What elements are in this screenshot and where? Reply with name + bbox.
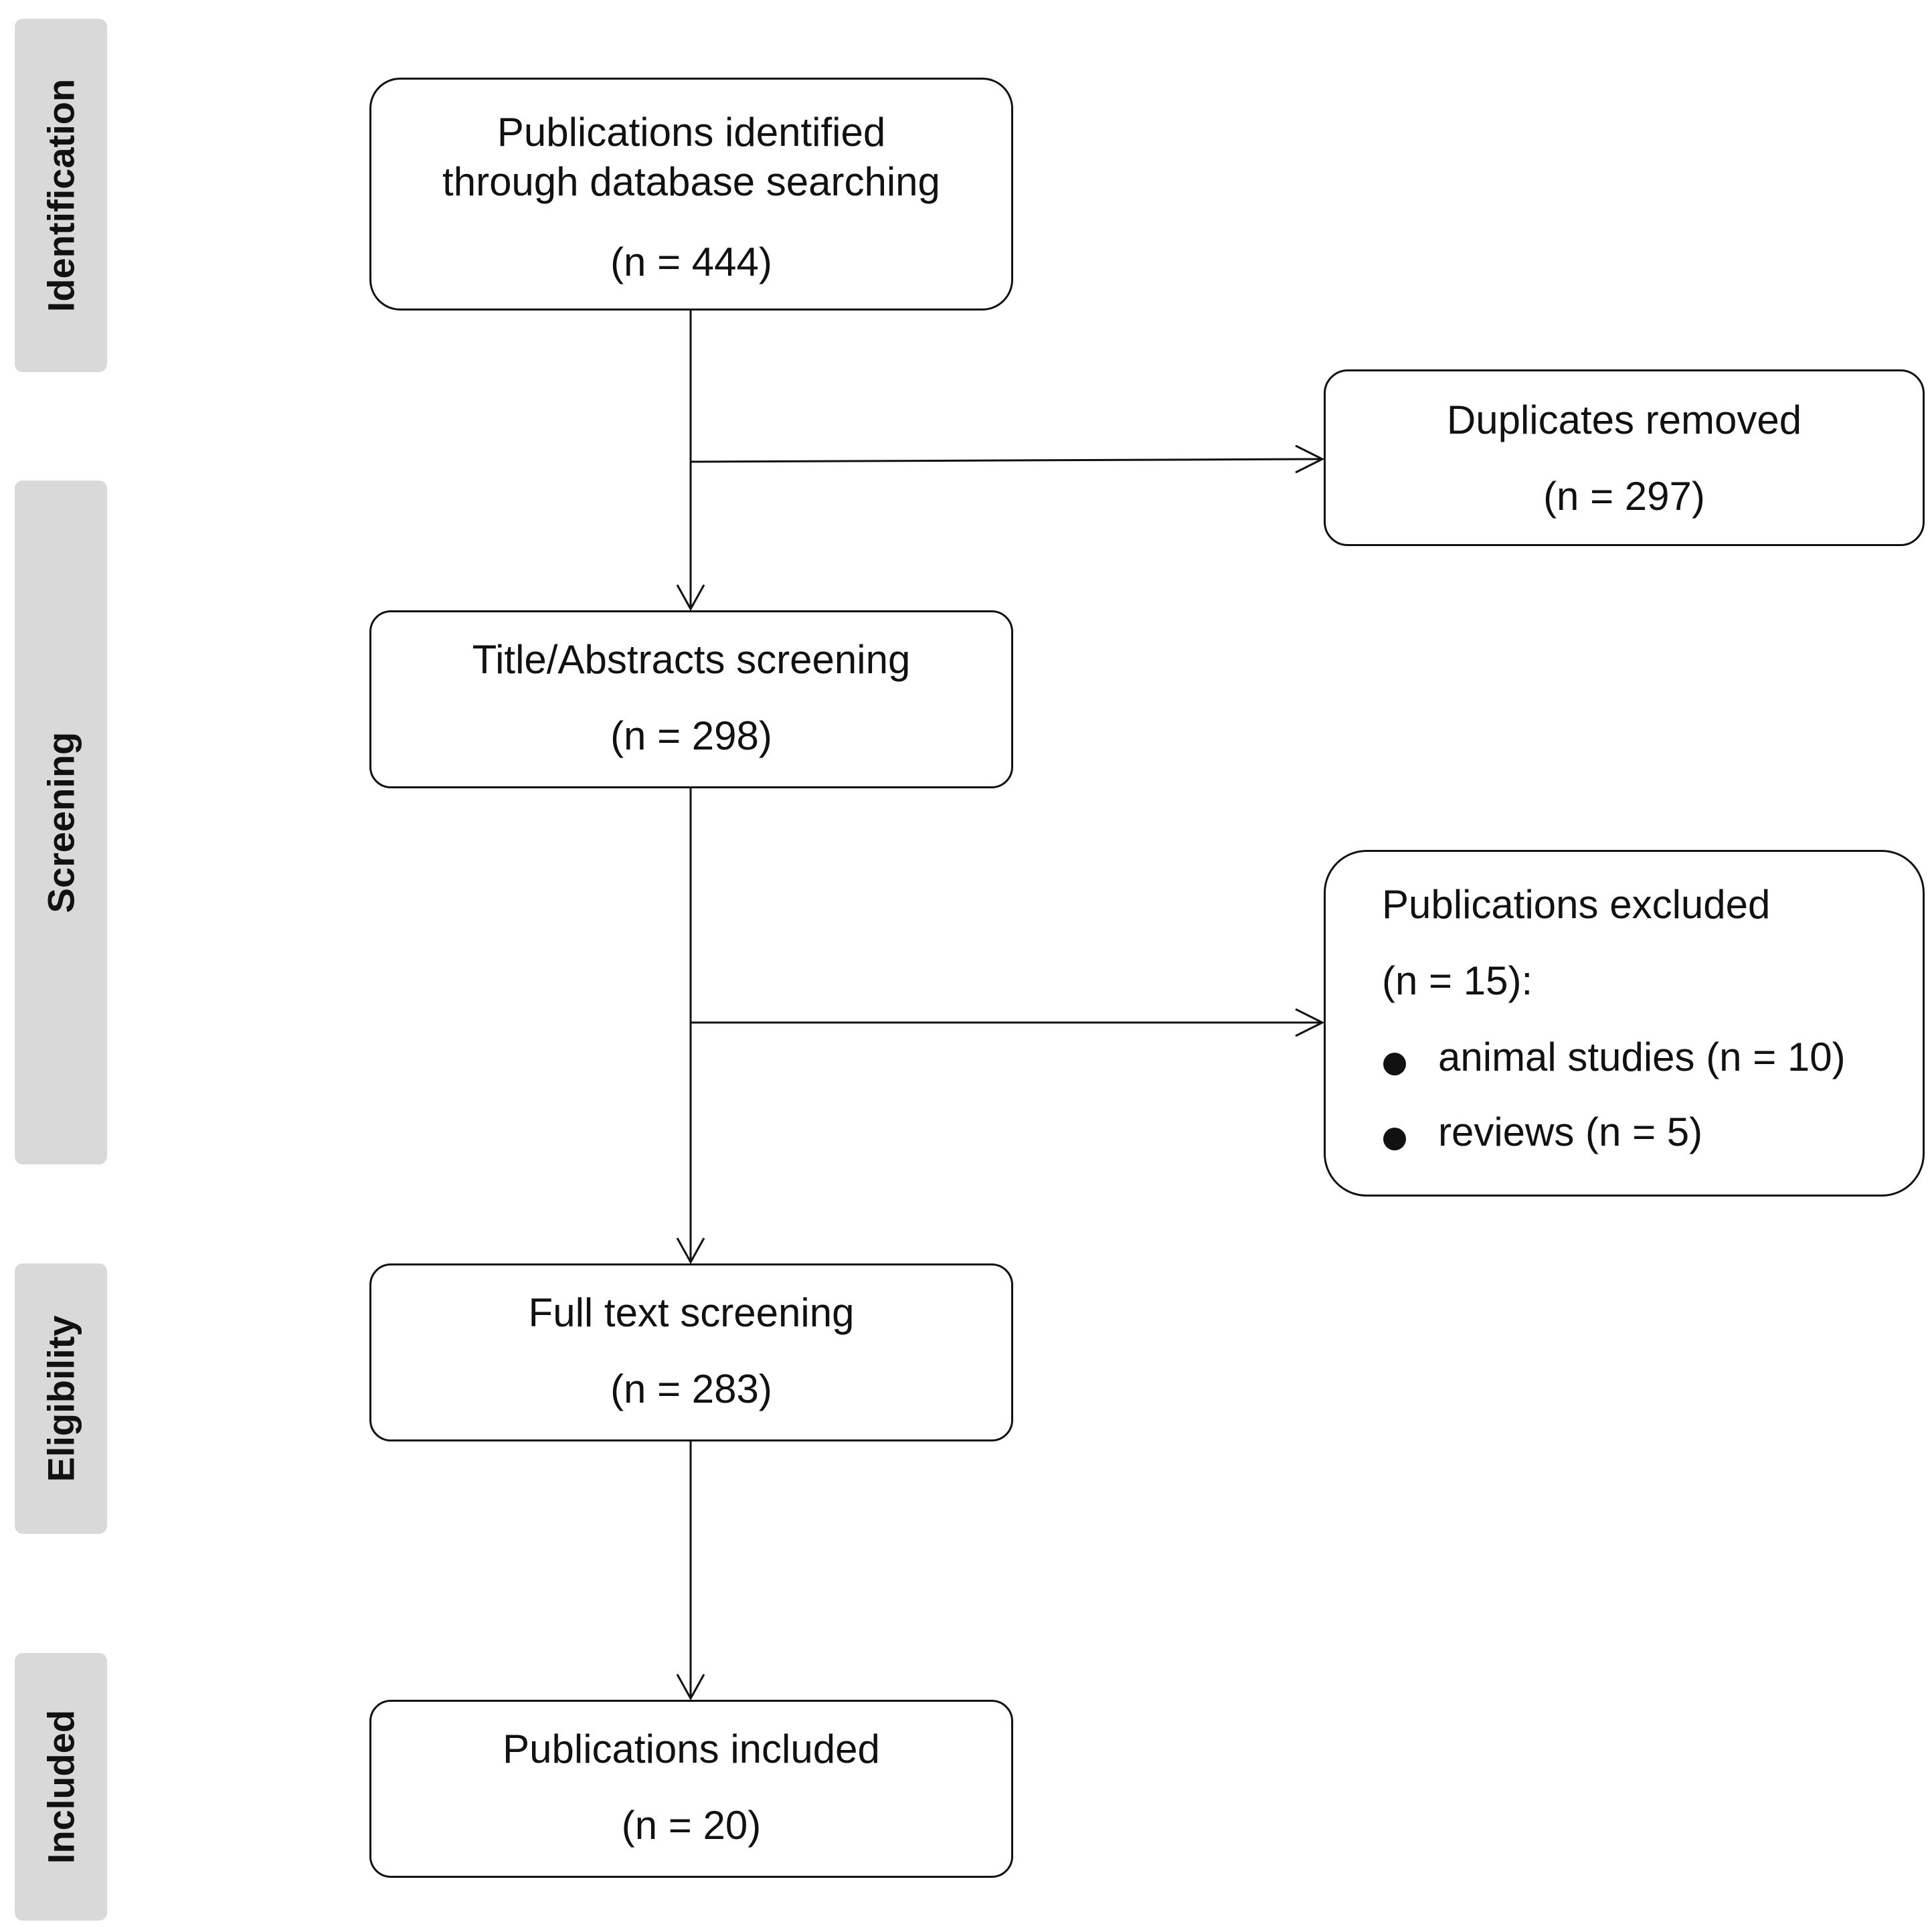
arrowhead-to-included	[676, 1674, 705, 1701]
excluded-reason: reviews (n = 5)	[1438, 1110, 1703, 1154]
box-title-abstract-screening: Title/Abstracts screening (n = 298)	[369, 610, 1013, 788]
arrowhead-to-screening	[676, 584, 705, 612]
arrowhead-to-excluded	[1295, 1008, 1325, 1037]
excluded-line1: Publications excluded	[1382, 882, 1771, 927]
bullet-icon	[1383, 1128, 1406, 1150]
box-full-text-screening: Full text screening (n = 283)	[369, 1263, 1013, 1441]
stage-tab-screening: Screening	[15, 480, 107, 1164]
full-text-count: (n = 283)	[610, 1367, 772, 1411]
title-abstract-count: (n = 298)	[610, 713, 772, 758]
stage-tab-included: Included	[15, 1653, 107, 1921]
box-publications-excluded: Publications excluded (n = 15): animal s…	[1324, 850, 1925, 1197]
included-count: (n = 20)	[621, 1803, 762, 1848]
identified-line2: through database searching	[442, 159, 940, 204]
stage-tab-eligibility: Eligibility	[15, 1263, 107, 1534]
included-line1: Publications included	[503, 1727, 880, 1771]
excluded-reason: animal studies (n = 10)	[1438, 1035, 1846, 1079]
excluded-count: (n = 15):	[1382, 958, 1533, 1003]
duplicates-count: (n = 297)	[1543, 474, 1705, 519]
box-publications-included: Publications included (n = 20)	[369, 1700, 1013, 1878]
box-duplicates-removed: Duplicates removed (n = 297)	[1324, 369, 1925, 546]
bullet-icon	[1383, 1053, 1406, 1075]
box-identified: Publications identified through database…	[369, 78, 1013, 311]
full-text-line1: Full text screening	[528, 1290, 855, 1335]
connector-to-duplicates	[690, 458, 1323, 463]
duplicates-line1: Duplicates removed	[1446, 398, 1802, 442]
stage-tab-identification: Identification	[15, 19, 107, 372]
identified-line1: Publications identified	[497, 110, 886, 155]
arrowhead-to-fulltext	[676, 1237, 705, 1265]
identified-count: (n = 444)	[610, 240, 772, 284]
arrowhead-to-duplicates	[1295, 444, 1325, 474]
title-abstract-line1: Title/Abstracts screening	[472, 637, 911, 682]
